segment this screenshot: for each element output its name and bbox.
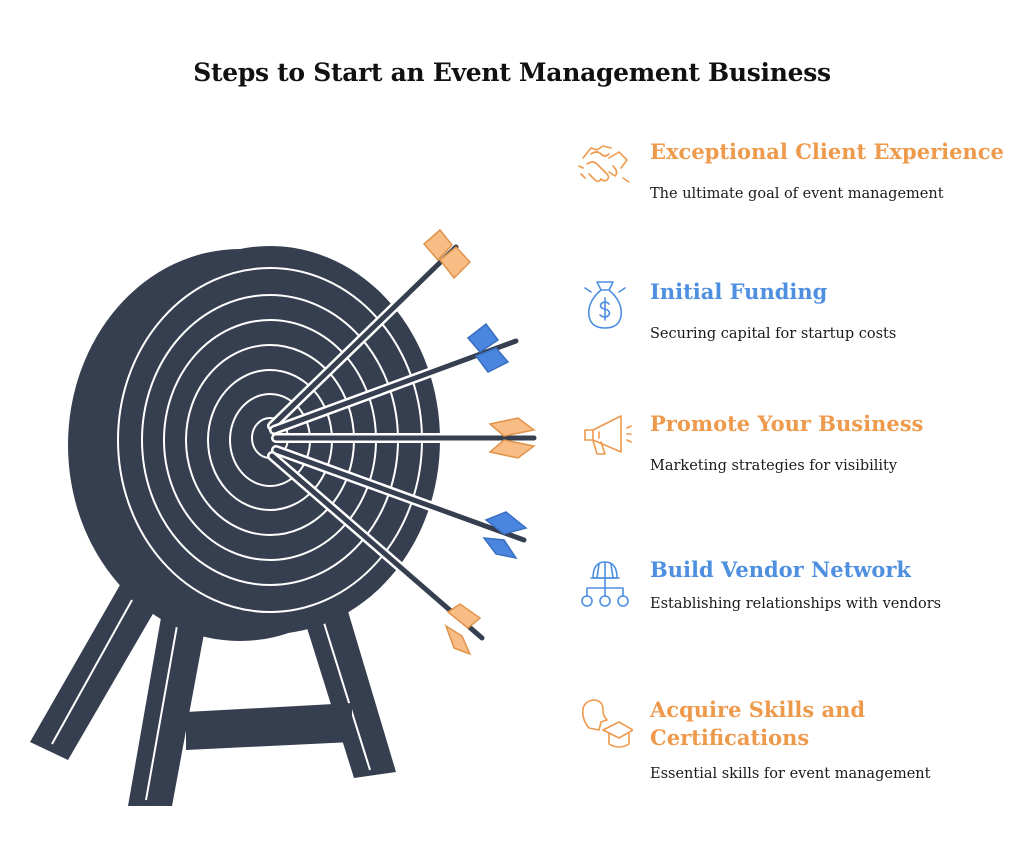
- archery-target-illustration: [30, 228, 539, 806]
- target-stand: [30, 585, 396, 806]
- step-heading: Acquire Skills and Certifications: [650, 697, 866, 750]
- step-description: Marketing strategies for visibility: [650, 458, 898, 474]
- step-heading: Initial Funding: [650, 279, 828, 304]
- arrow-5: [267, 451, 487, 656]
- step-heading: Exceptional Client Experience: [650, 139, 1004, 164]
- page-title: Steps to Start an Event Management Busin…: [193, 58, 831, 87]
- handshake-icon: [578, 145, 630, 183]
- arrow-3: [271, 417, 539, 459]
- step-description: Securing capital for startup costs: [650, 326, 897, 342]
- step-heading: Promote Your Business: [650, 411, 924, 436]
- step-description: Essential skills for event management: [650, 766, 931, 782]
- graduation-cap-icon: [581, 699, 633, 748]
- step-heading: Build Vendor Network: [650, 557, 911, 582]
- arrow-4: [271, 445, 529, 560]
- arrow-2: [269, 322, 521, 435]
- step-description: The ultimate goal of event management: [650, 186, 944, 202]
- arrow-1: [267, 228, 472, 431]
- network-icon: [581, 561, 629, 607]
- megaphone-icon: [584, 415, 632, 455]
- step-description: Establishing relationships with vendors: [650, 596, 942, 612]
- money-bag-icon: [584, 281, 626, 329]
